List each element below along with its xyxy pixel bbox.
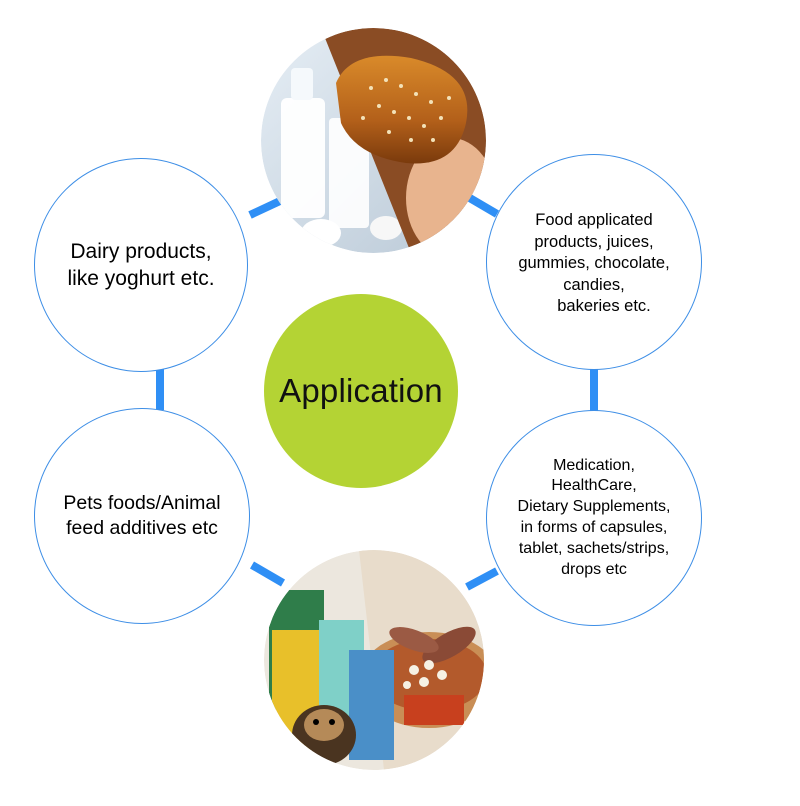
- medication-label-line: Dietary Supplements,: [517, 498, 671, 516]
- medication-label: Medication, HealthCare, Dietary Suppleme…: [518, 456, 671, 581]
- food-label-line: bakeries etc.: [557, 297, 651, 316]
- connector-pets-photo: [249, 561, 286, 587]
- pets-label-line: feed additives etc: [66, 517, 218, 539]
- dairy-label: Dairy products, like yoghurt etc.: [67, 238, 214, 293]
- medication-label-line: drops etc: [561, 560, 627, 578]
- food-label: Food applicated products, juices, gummie…: [518, 210, 669, 317]
- milk-bread-photo-circle: [261, 28, 486, 253]
- food-label-line: Food applicated: [535, 211, 653, 230]
- medication-label-line: in forms of capsules,: [520, 519, 668, 536]
- pets-node: Pets foods/Animal feed additives etc: [34, 408, 250, 624]
- medication-node: Medication, HealthCare, Dietary Suppleme…: [486, 410, 702, 626]
- dairy-label-line: Dairy products,: [70, 239, 212, 263]
- connector-photo-medication: [465, 567, 499, 591]
- pets-herbs-photo-circle: [264, 550, 484, 770]
- medication-label-line: tablet, sachets/strips,: [518, 539, 670, 557]
- food-node: Food applicated products, juices, gummie…: [486, 154, 702, 370]
- medication-label-line: HealthCare,: [551, 477, 637, 495]
- pets-label: Pets foods/Animal feed additives etc: [63, 491, 220, 542]
- food-label-line: candies,: [563, 275, 625, 294]
- connector-dairy-milk: [248, 197, 282, 219]
- pets-label-line: Pets foods/Animal: [63, 491, 221, 514]
- hub-label: Application: [279, 372, 443, 409]
- connector-milk-food: [465, 193, 500, 218]
- pet-food-herbs-image-icon: [264, 550, 484, 770]
- food-label-line: gummies, chocolate,: [518, 254, 670, 273]
- medication-label-line: Medication,: [553, 456, 635, 474]
- food-label-line: products, juices,: [534, 232, 654, 251]
- dairy-node: Dairy products, like yoghurt etc.: [34, 158, 248, 372]
- dairy-label-line: like yoghurt etc.: [67, 267, 215, 290]
- application-hub: Application: [264, 294, 458, 488]
- milk-bread-image-icon: [261, 28, 486, 253]
